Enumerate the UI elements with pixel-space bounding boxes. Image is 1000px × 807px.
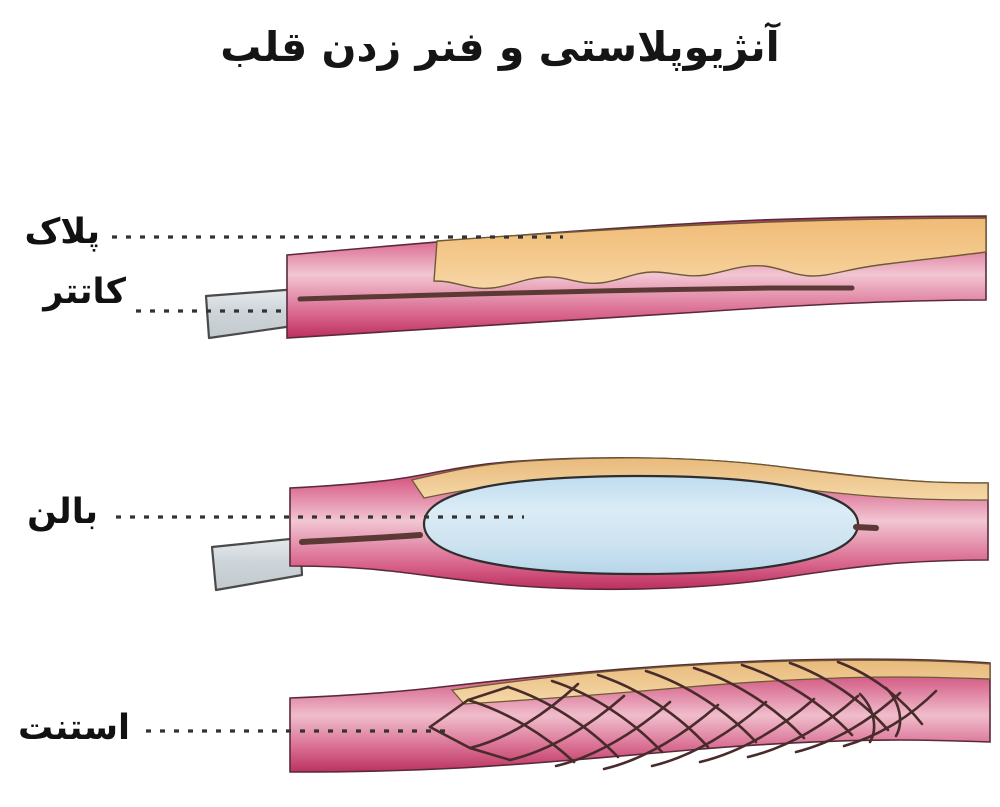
guide-wire-distal — [853, 524, 879, 531]
page-title: آنژیوپلاستی و فنر زدن قلب — [220, 23, 780, 71]
callout-label-plaque: پلاک — [24, 212, 100, 252]
callout-label-balloon: بالن — [27, 492, 98, 532]
stent-mesh — [428, 660, 938, 771]
guide-wire — [297, 285, 855, 302]
figure-artery-stent — [146, 658, 991, 773]
catheter-device — [204, 287, 302, 340]
callout-label-catheter: کاتتر — [43, 272, 126, 312]
plaque-residual — [450, 659, 991, 705]
figure-artery-plaque-catheter — [112, 215, 987, 340]
catheter-body-2 — [210, 536, 304, 592]
catheter-device-2 — [210, 536, 304, 592]
callout-label-stent: استنت — [17, 708, 130, 748]
balloon-inflated — [422, 474, 860, 576]
guide-wire-proximal — [299, 532, 423, 545]
catheter-body — [204, 287, 302, 340]
figure-artery-balloon — [116, 457, 989, 592]
artery-vessel-3 — [289, 658, 991, 773]
plaque-deposit — [433, 217, 987, 290]
